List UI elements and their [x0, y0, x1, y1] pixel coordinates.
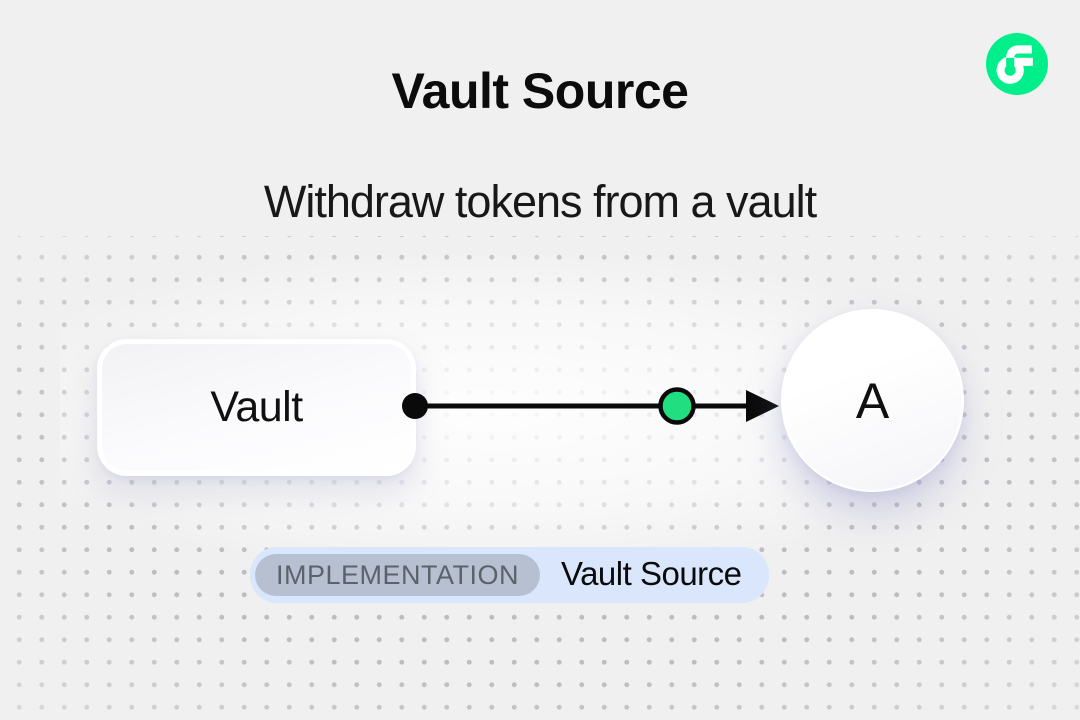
- implementation-value: Vault Source: [561, 554, 742, 592]
- vault-node: Vault: [97, 339, 416, 476]
- transfer-arrow-graphic: [402, 387, 779, 425]
- page-title: Vault Source: [391, 63, 689, 119]
- flow-logo-crossbar: [1014, 57, 1033, 66]
- flow-logo-hook: [1006, 45, 1032, 61]
- flow-logo-icon: [986, 33, 1048, 95]
- implementation-tag: IMPLEMENTATION: [255, 554, 541, 596]
- account-node-label: A: [855, 372, 890, 429]
- token-dot: [658, 387, 696, 425]
- arrowhead: [746, 390, 779, 422]
- flow-logo-notch: [1006, 57, 1015, 66]
- implementation-badge: IMPLEMENTATION Vault Source: [250, 547, 769, 603]
- page-subtitle: Withdraw tokens from a vault: [263, 176, 817, 227]
- edge-start-dot: [402, 393, 428, 419]
- vault-node-label: Vault: [210, 383, 303, 431]
- account-node: A: [781, 309, 964, 492]
